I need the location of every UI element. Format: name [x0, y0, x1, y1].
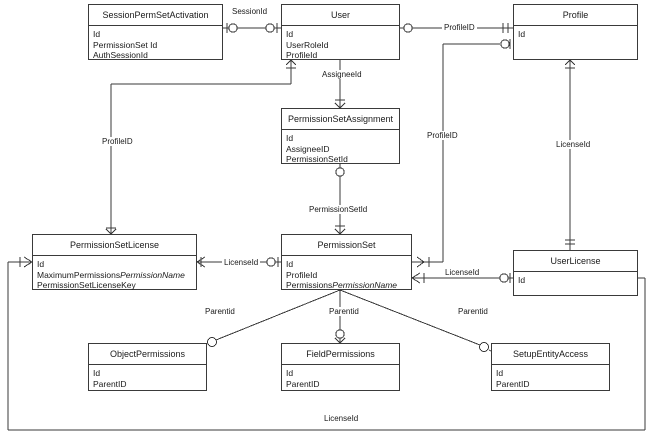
attribute-row: Id: [518, 29, 526, 39]
attribute-row: AuthSessionId: [93, 50, 148, 60]
attribute-row: Id: [286, 133, 294, 143]
attribute-row: Id: [286, 259, 294, 269]
attribute-row: PermissionsPermissionName: [286, 280, 398, 290]
entity-title-setupentityaccess: SetupEntityAccess: [492, 344, 609, 365]
entity-title-profile: Profile: [514, 5, 637, 26]
entity-title-permissionset: PermissionSet: [282, 235, 411, 256]
entity-title-userlicense: UserLicense: [514, 251, 637, 272]
attribute-row: PermissionSet Id: [93, 39, 158, 50]
attribute-row: ProfileId: [286, 50, 318, 60]
line-permissionset-setupentityaccess: [339, 289, 481, 346]
edge-label-permissionsetid: PermissionSetId: [307, 205, 370, 214]
edge-label-licenseid-mid: LicenseId: [443, 268, 482, 277]
entity-title-sessionpermsetactivation: SessionPermSetActivation: [89, 5, 222, 26]
edge-label-profileid-left: ProfileID: [100, 137, 135, 146]
edge-label-assigneeid: AssigneeId: [320, 70, 364, 79]
attribute-row: ParentID: [93, 378, 127, 389]
attribute-row: ProfileId: [286, 269, 318, 280]
edge-label-profileid-top: ProfileID: [442, 23, 477, 32]
attribute-row: ParentID: [496, 378, 530, 389]
attribute-row: Id: [93, 29, 101, 39]
line-permissionset-objectpermissions: [215, 289, 341, 341]
entity-title-fieldpermissions: FieldPermissions: [282, 344, 399, 365]
edge-label-parentid-right: Parentid: [456, 307, 490, 316]
entity-title-permissionsetassignment: PermissionSetAssignment: [282, 109, 399, 130]
attribute-row: AssigneeID: [286, 143, 330, 154]
entity-title-permissionsetlicense: PermissionSetLicense: [33, 235, 196, 256]
attribute-row: Id: [37, 259, 45, 269]
attribute-row: Id: [496, 368, 504, 378]
attribute-row: Id: [286, 29, 294, 39]
attribute-row: Id: [93, 368, 101, 378]
edge-label-licenseid-right-top: LicenseId: [554, 140, 593, 149]
edge-label-profileid-right: ProfileID: [425, 131, 460, 140]
attribute-row: UserRoleId: [286, 39, 329, 50]
entity-title-objectpermissions: ObjectPermissions: [89, 344, 206, 365]
attribute-row: PermissionSetId: [286, 154, 348, 164]
edge-label-licenseid-bottom: LicenseId: [322, 414, 361, 423]
edge-label-licenseid-left: LicenseId: [222, 258, 261, 267]
attribute-row: Id: [286, 368, 294, 378]
edge-label-parentid-mid: Parentid: [327, 307, 361, 316]
entity-title-user: User: [282, 5, 399, 26]
attribute-row: MaximumPermissionsPermissionName: [37, 269, 185, 280]
entity-attributes-profile: Id: [514, 26, 637, 42]
attribute-row: Id: [518, 275, 526, 285]
attribute-row: PermissionSetLicenseKey: [37, 280, 136, 290]
attribute-row: ParentID: [286, 378, 320, 389]
entity-attributes-userlicense: Id: [514, 272, 637, 288]
edge-label-parentid-left: Parentid: [203, 307, 237, 316]
edge-label-sessionid: SessionId: [230, 7, 270, 16]
